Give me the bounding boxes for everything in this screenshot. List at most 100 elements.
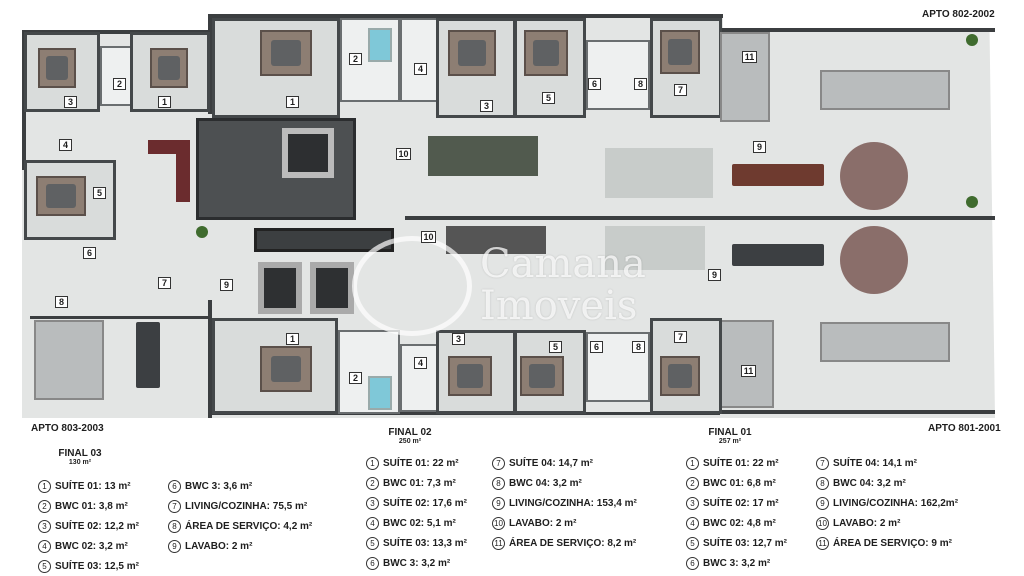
wall	[208, 14, 212, 114]
bathroom	[586, 40, 650, 110]
plant-icon	[966, 196, 978, 208]
room-label: 8	[632, 341, 645, 353]
room-label: 2	[349, 372, 362, 384]
bed	[150, 48, 188, 88]
legend-text: SUÍTE 01: 13 m²	[55, 481, 131, 492]
wall	[720, 410, 995, 414]
room-label: 3	[452, 333, 465, 345]
wall	[22, 30, 210, 34]
legend-text: BWC 3: 3,6 m²	[185, 481, 253, 492]
bathroom	[100, 46, 132, 106]
room-number-badge: 4	[38, 540, 51, 553]
watermark: Camana Imoveis	[480, 241, 646, 329]
room-number-badge: 8	[168, 520, 181, 533]
dining-table	[732, 164, 824, 186]
legend-text: BWC 3: 3,2 m²	[383, 558, 451, 569]
room-number-badge: 1	[38, 480, 51, 493]
dining-table	[136, 322, 160, 388]
room-number-badge: 4	[366, 517, 379, 530]
room-label: 6	[590, 341, 603, 353]
legend-text: SUÍTE 03: 12,7 m²	[703, 538, 787, 549]
wall	[208, 300, 212, 418]
unit-name: FINAL 02	[388, 427, 432, 438]
room-number-badge: 8	[492, 477, 505, 490]
bathroom	[400, 344, 438, 412]
room-number-badge: 6	[686, 557, 699, 570]
bathroom	[400, 18, 438, 102]
unit-area: 130 m²	[68, 459, 92, 466]
legend-text: LAVABO: 2 m²	[185, 541, 253, 552]
unit-name: FINAL 03	[58, 448, 102, 459]
room-label: 11	[741, 365, 756, 377]
apto-label-left: APTO 803-2003	[31, 423, 104, 434]
room-number-badge: 10	[492, 517, 505, 530]
room-label: 10	[421, 231, 436, 243]
bathtub	[368, 376, 392, 410]
legend-text: SUÍTE 02: 12,2 m²	[55, 521, 139, 532]
bed	[660, 30, 700, 74]
room-number-badge: 1	[686, 457, 699, 470]
room-label: 7	[674, 331, 687, 343]
room-number-badge: 4	[686, 517, 699, 530]
room-label: 6	[588, 78, 601, 90]
room-label: 8	[55, 296, 68, 308]
room-label: 10	[396, 148, 411, 160]
legend-item: 5 SUÍTE 03: 12,5 m²	[38, 560, 139, 573]
room-number-badge: 5	[366, 537, 379, 550]
bed	[260, 346, 312, 392]
legend-text: BWC 01: 3,8 m²	[55, 501, 128, 512]
room-label: 9	[708, 269, 721, 281]
room-label: 1	[158, 96, 171, 108]
bed	[448, 356, 492, 396]
room-number-badge: 8	[816, 477, 829, 490]
kitchen	[34, 320, 104, 400]
legend-text: LIVING/COZINHA: 153,4 m²	[509, 498, 637, 509]
legend-item: 10 LAVABO: 2 m²	[492, 517, 576, 530]
legend-text: ÁREA DE SERVIÇO: 9 m²	[833, 538, 952, 549]
elevator	[258, 262, 302, 314]
room-label: 3	[480, 100, 493, 112]
legend-text: SUÍTE 04: 14,1 m²	[833, 458, 917, 469]
bed	[524, 30, 568, 76]
room-number-badge: 11	[492, 537, 505, 550]
legend-text: BWC 3: 3,2 m²	[703, 558, 771, 569]
elevator	[282, 128, 334, 178]
plant-icon	[196, 226, 208, 238]
bed	[448, 30, 496, 76]
legend-text: SUÍTE 02: 17,6 m²	[383, 498, 467, 509]
room-label: 5	[542, 92, 555, 104]
bed	[660, 356, 700, 396]
sofa	[176, 140, 190, 202]
legend-text: LIVING/COZINHA: 162,2m²	[833, 498, 959, 509]
room-label: 11	[742, 51, 757, 63]
watermark-logo	[352, 236, 472, 336]
legend-text: BWC 01: 6,8 m²	[703, 478, 776, 489]
room-label: 6	[83, 247, 96, 259]
legend-text: LAVABO: 2 m²	[509, 518, 577, 529]
room-number-badge: 2	[38, 500, 51, 513]
kitchen	[720, 32, 770, 122]
wall	[208, 14, 723, 18]
room-number-badge: 10	[816, 517, 829, 530]
room-label: 7	[674, 84, 687, 96]
room-label: 4	[414, 63, 427, 75]
round-table	[840, 142, 908, 210]
room-label: 4	[59, 139, 72, 151]
apto-label-right: APTO 801-2001	[928, 423, 1001, 434]
legend-text: SUÍTE 04: 14,7 m²	[509, 458, 593, 469]
room-number-badge: 5	[38, 560, 51, 573]
legend-text: SUÍTE 03: 12,5 m²	[55, 561, 139, 572]
